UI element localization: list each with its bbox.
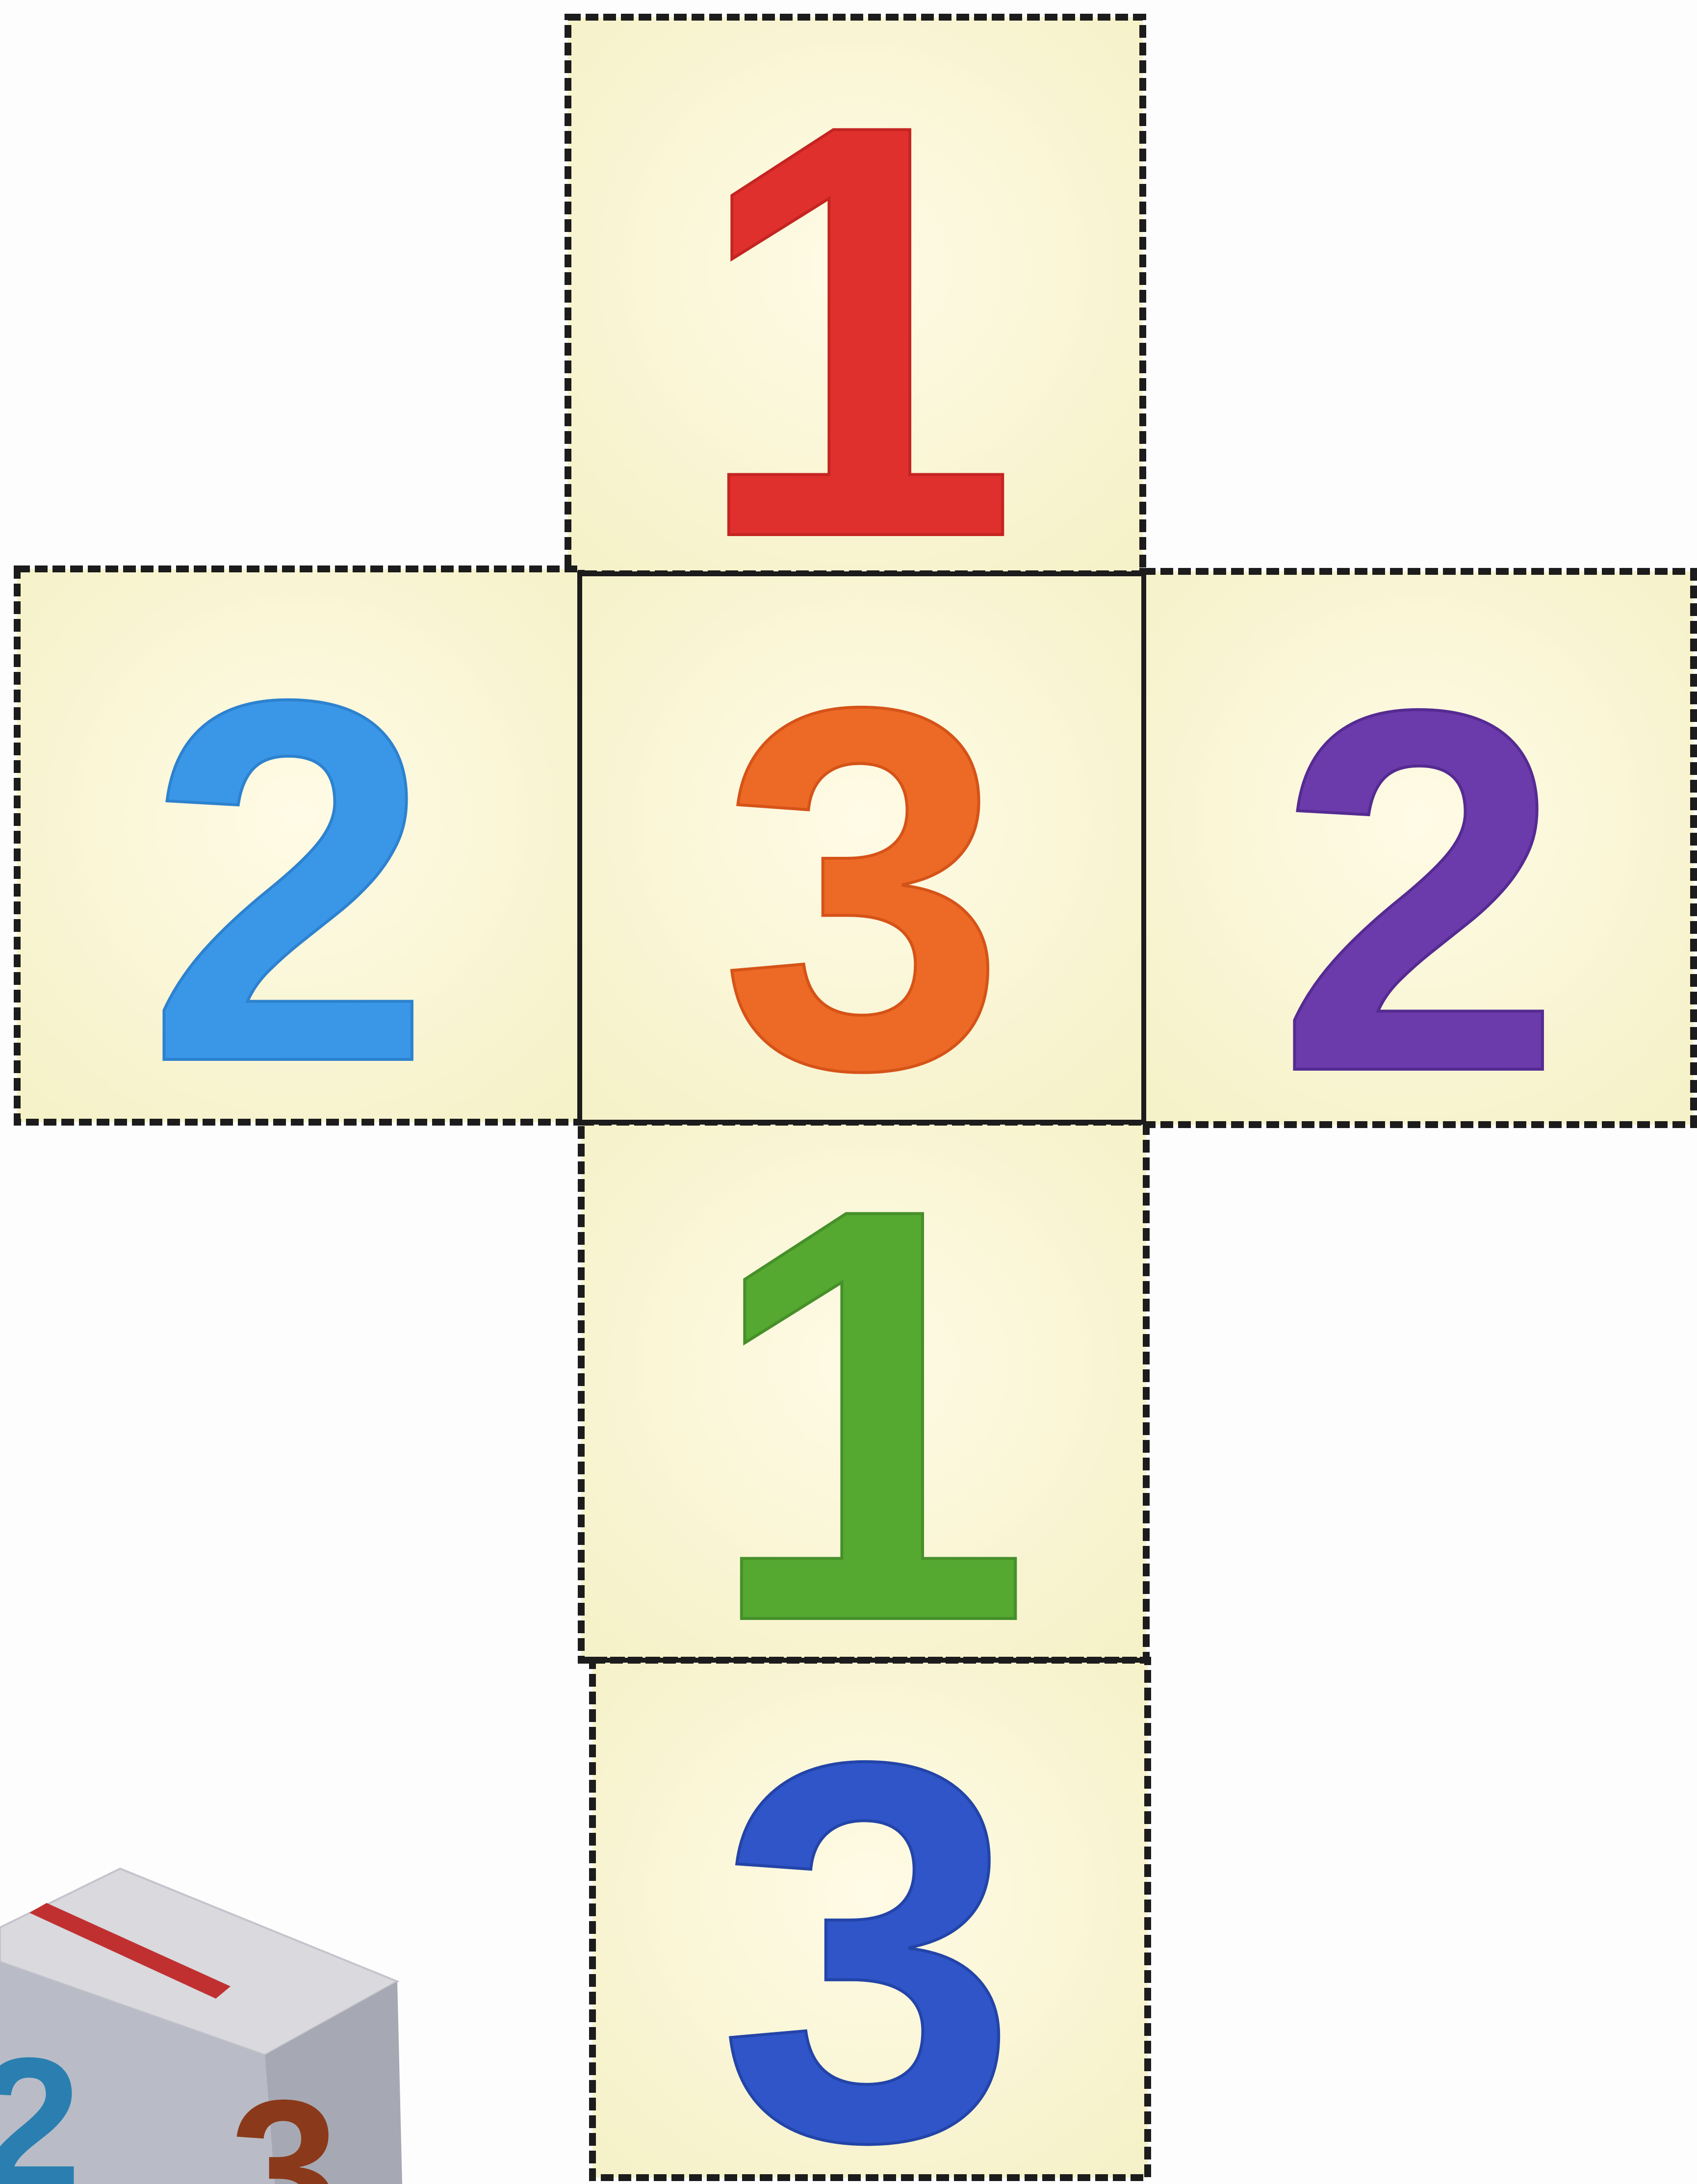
cube-front-digit: 2	[0, 2019, 81, 2184]
face-right-digit: 2	[1277, 603, 1563, 1179]
face-top-digit: 1	[692, 2, 1019, 660]
cube-right-digit: 3	[230, 2059, 339, 2184]
face-top: 1	[568, 2, 1143, 660]
face-bottom: 3	[592, 1650, 1148, 2184]
cube-preview: 2 3	[0, 1869, 402, 2184]
face-right: 2	[1143, 571, 1694, 1179]
face-bottom-digit: 3	[718, 1650, 1018, 2184]
face-lower-digit: 1	[704, 1086, 1031, 1744]
face-left: 2	[17, 569, 581, 1169]
face-center-digit: 3	[720, 600, 1006, 1176]
face-left-digit: 2	[146, 593, 433, 1169]
face-lower: 1	[581, 1086, 1146, 1744]
face-center: 3	[580, 574, 1144, 1176]
